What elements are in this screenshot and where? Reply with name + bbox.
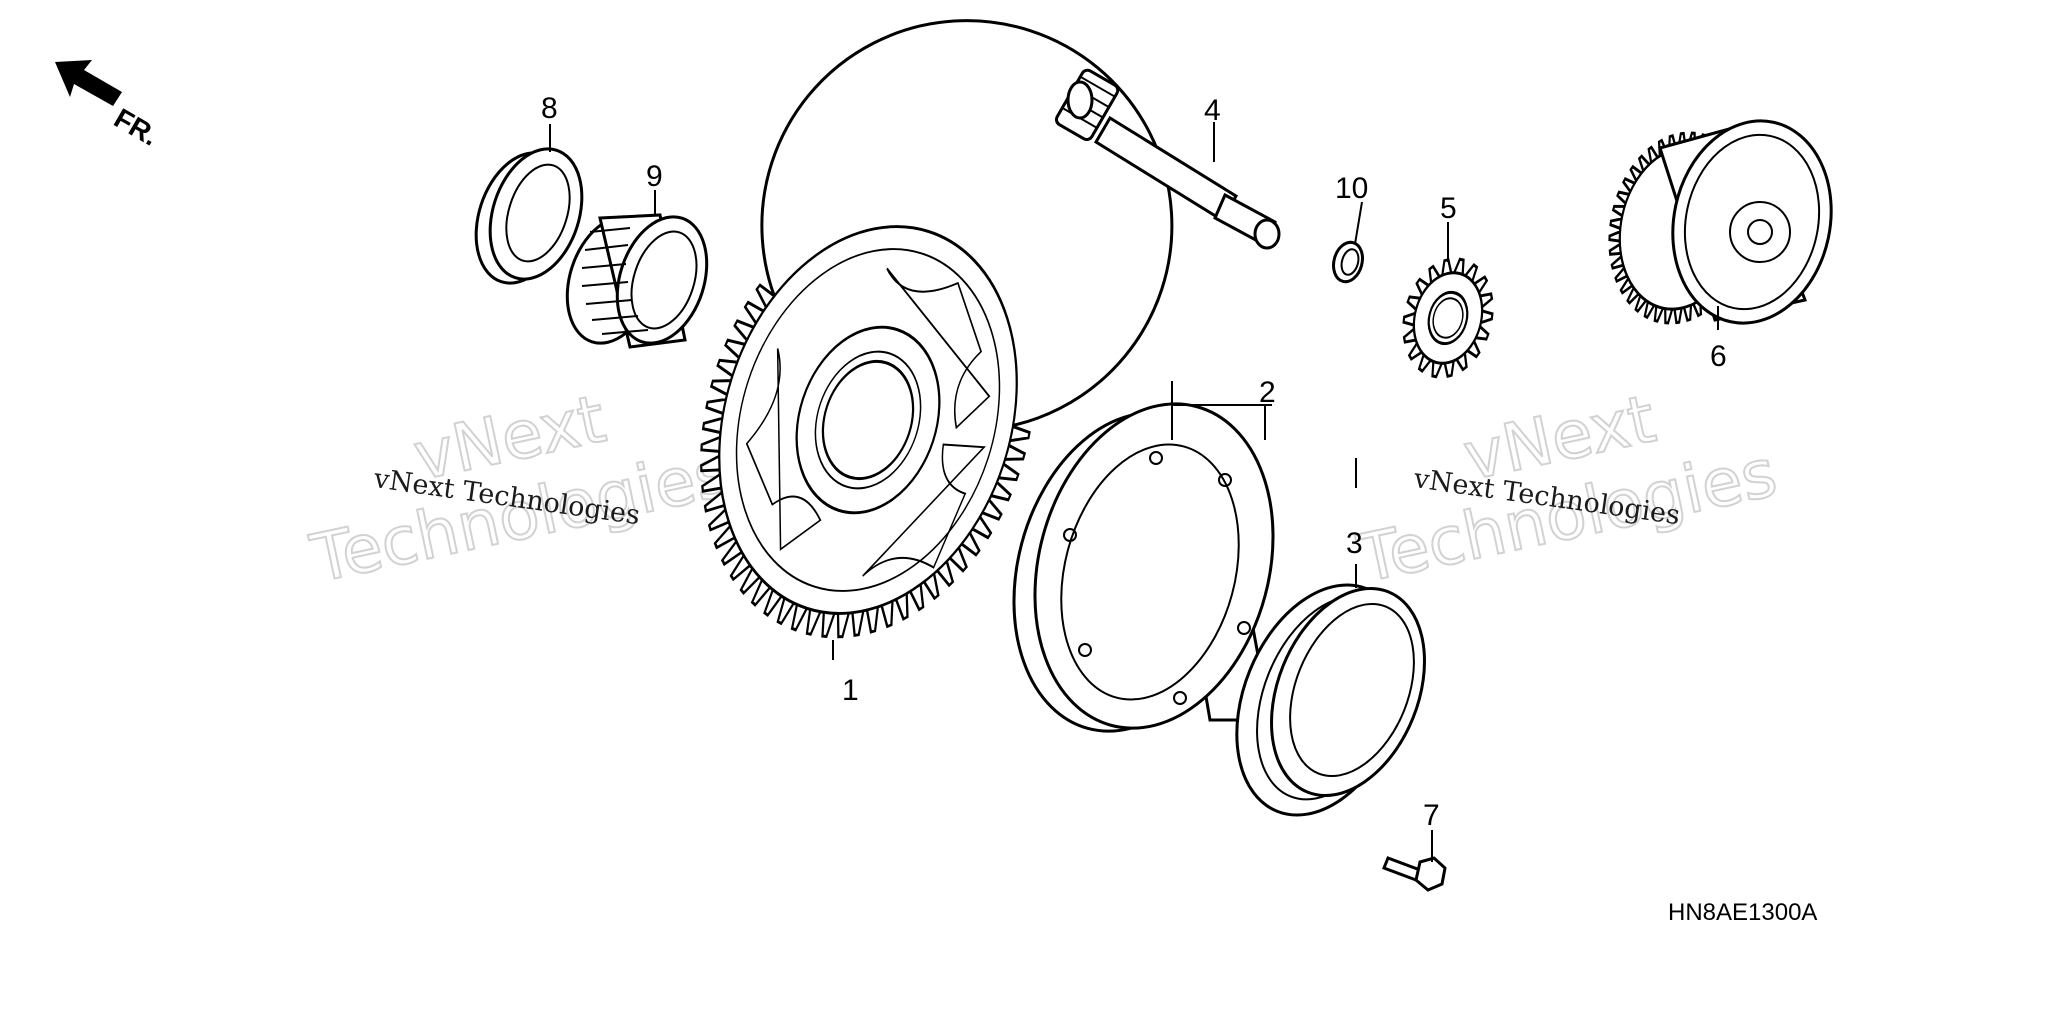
callout-2: 2 — [1259, 376, 1276, 409]
needle-bearing-part-9 — [565, 213, 709, 349]
bolt-part-7 — [1382, 856, 1447, 892]
watermark-left: vNext Technologies vNext Technologies — [303, 379, 737, 599]
shaft-part-4 — [1054, 68, 1281, 250]
bolt-holes — [1063, 451, 1251, 705]
circlip-part-10 — [1332, 240, 1364, 284]
gear-assembly-part-6 — [1608, 119, 1833, 325]
small-gear-part-5 — [1402, 257, 1494, 379]
front-direction-arrow: FR. — [55, 60, 164, 152]
sprag-clutch-part-3 — [1235, 583, 1426, 817]
callout-9: 9 — [646, 160, 663, 193]
leader-lines — [549, 122, 1719, 862]
diagram-code: HN8AE1300A — [1668, 899, 1817, 926]
callout-numbers: 1 2 3 4 5 6 7 8 9 10 — [541, 92, 1727, 832]
arrow-icon — [55, 60, 122, 106]
callout-3: 3 — [1346, 527, 1363, 560]
bearing-needles — [581, 227, 649, 335]
callout-8: 8 — [541, 92, 558, 125]
watermark-right: vNext Technologies vNext Technologies — [1350, 379, 1784, 599]
callout-10: 10 — [1335, 172, 1368, 205]
callout-1: 1 — [842, 674, 859, 707]
callout-7: 7 — [1423, 799, 1440, 832]
callout-5: 5 — [1440, 192, 1457, 225]
fr-label: FR. — [109, 102, 164, 151]
callout-6: 6 — [1710, 340, 1727, 373]
callout-4: 4 — [1204, 94, 1221, 127]
washer-part-8 — [474, 147, 584, 285]
